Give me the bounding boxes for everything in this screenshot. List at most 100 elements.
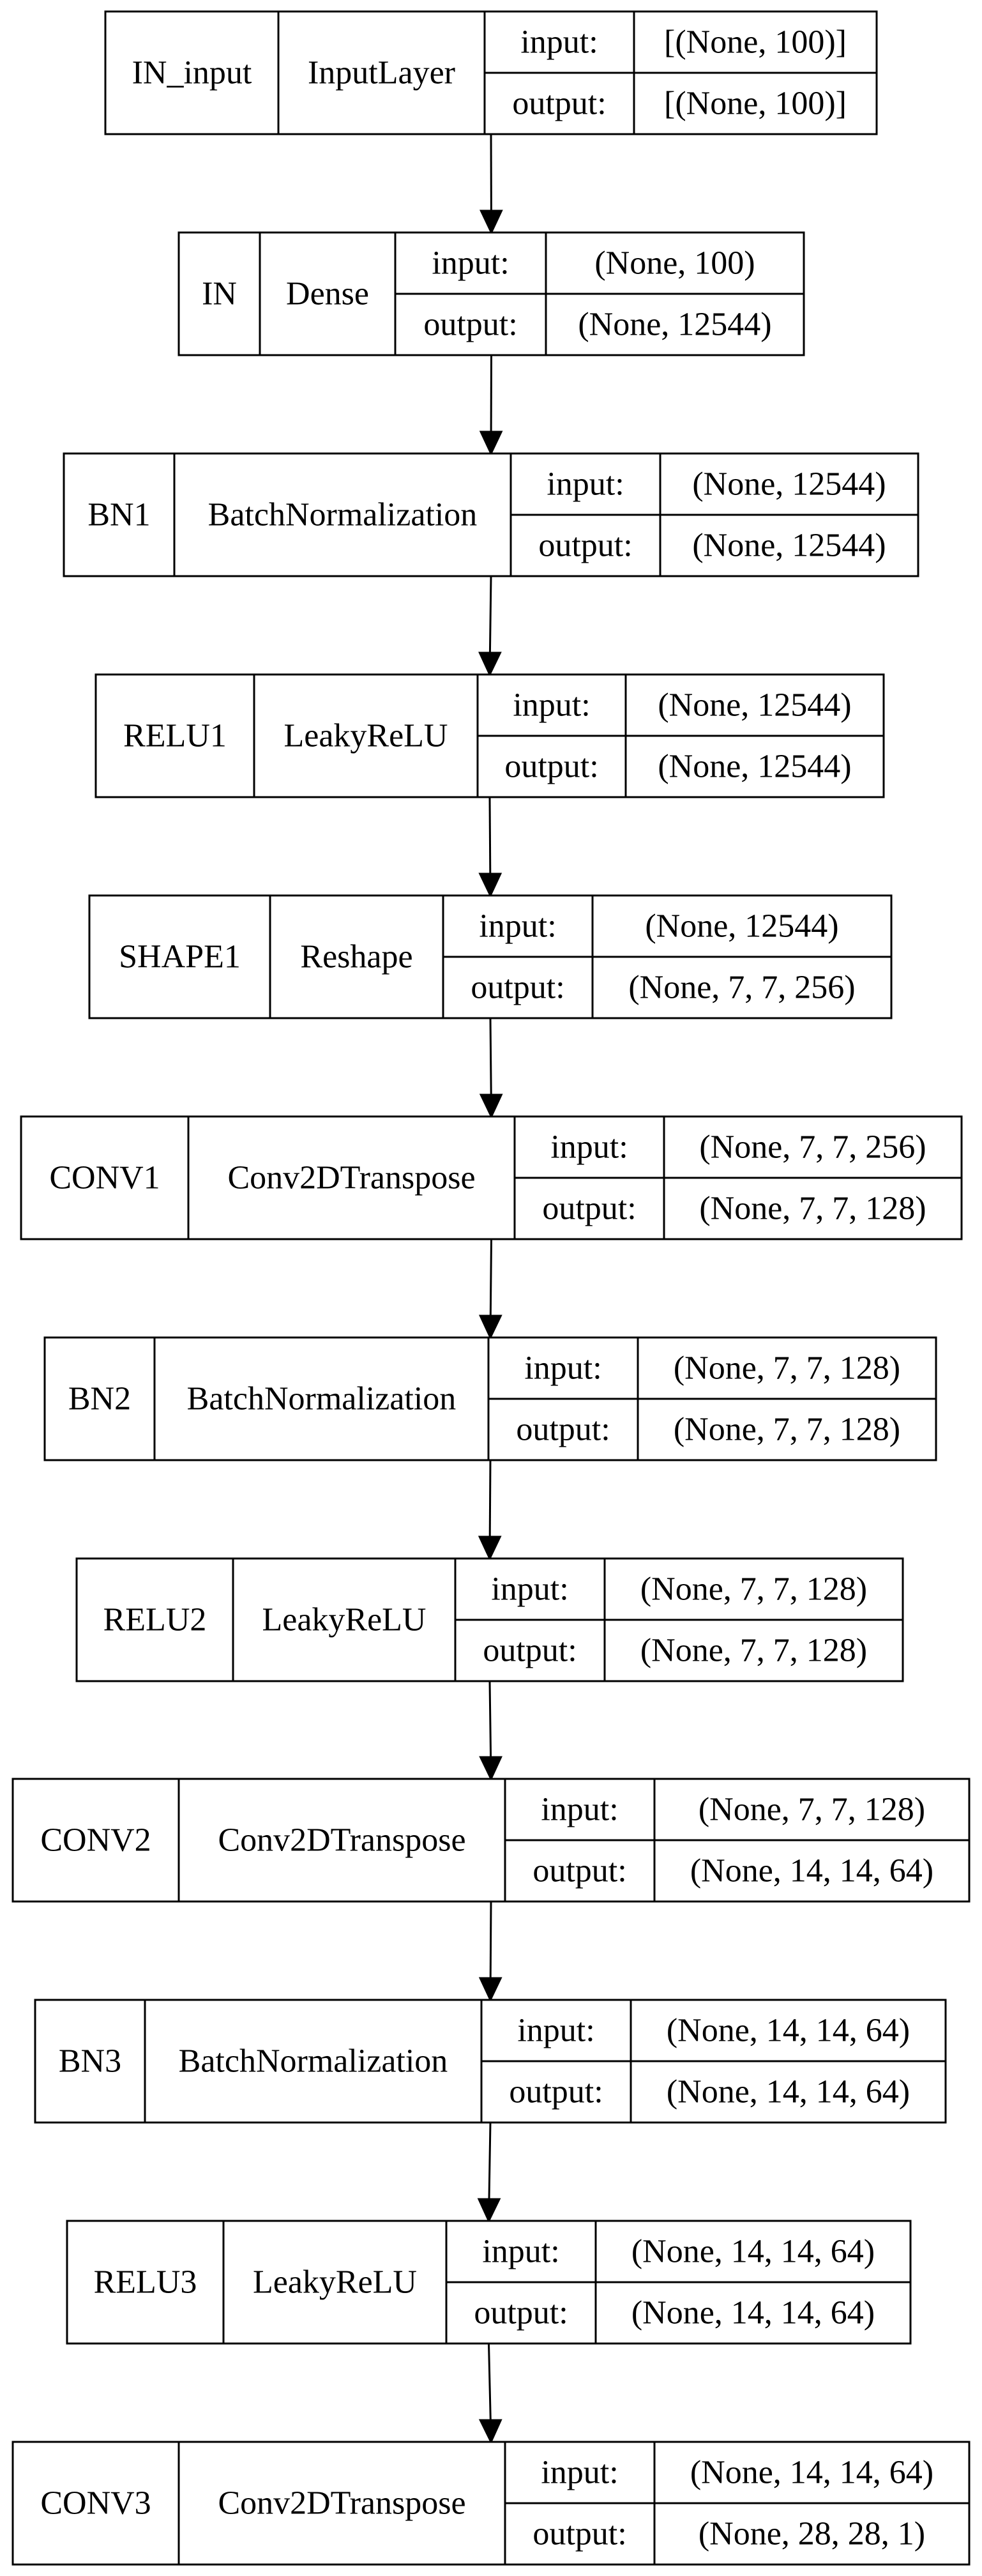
layer-name: CONV3 xyxy=(40,2485,151,2522)
layer-type: InputLayer xyxy=(308,55,455,91)
arrow-head xyxy=(478,1977,502,2002)
layer-type: Dense xyxy=(286,276,369,312)
output-shape: (None, 14, 14, 64) xyxy=(690,1853,933,1889)
layer-node-bn1: BN1 BatchNormalization input: (None, 12544)… xyxy=(63,452,919,577)
input-label: input: xyxy=(491,1571,568,1608)
diagram-edges xyxy=(477,133,503,2444)
input-label: input: xyxy=(482,2234,559,2270)
arrow-in-to-bn1 xyxy=(479,354,503,456)
arrow-bn3-to-relu3 xyxy=(477,2122,501,2223)
input-shape: (None, 7, 7, 256) xyxy=(699,1129,926,1166)
input-shape: (None, 7, 7, 128) xyxy=(699,1792,925,1828)
input-shape: (None, 100) xyxy=(594,245,755,282)
arrow-shaft xyxy=(489,1901,492,1979)
layer-type: BatchNormalization xyxy=(187,1381,457,1417)
output-shape: (None, 12544) xyxy=(578,307,771,343)
input-label: input: xyxy=(547,466,624,503)
output-shape: (None, 7, 7, 256) xyxy=(628,970,855,1006)
input-label: input: xyxy=(550,1129,628,1166)
input-shape: (None, 12544) xyxy=(692,466,886,503)
arrow-shaft xyxy=(488,2122,492,2200)
arrow-conv1-to-bn2 xyxy=(478,1238,502,1340)
layer-name: SHAPE1 xyxy=(119,939,241,975)
output-shape: [(None, 100)] xyxy=(664,86,847,122)
output-label: output: xyxy=(483,1633,577,1669)
output-shape: (None, 7, 7, 128) xyxy=(640,1633,867,1669)
layer-type: BatchNormalization xyxy=(208,497,478,533)
layer-name: BN1 xyxy=(87,497,150,533)
input-shape: [(None, 100)] xyxy=(664,24,847,61)
input-label: input: xyxy=(541,1792,618,1828)
layer-node-relu1: RELU1 LeakyReLU input: (None, 12544) output:… xyxy=(94,673,885,798)
layer-node-conv2: CONV2 Conv2DTranspose input: (None, 7, 7, 1… xyxy=(11,1778,971,1903)
output-label: output: xyxy=(509,2074,603,2110)
output-shape: (None, 7, 7, 128) xyxy=(674,1412,900,1448)
layer-type: Conv2DTranspose xyxy=(227,1160,475,1196)
input-label: input: xyxy=(432,245,509,282)
arrow-head xyxy=(478,2419,502,2444)
arrow-bn1-to-relu1 xyxy=(478,575,502,677)
input-label: input: xyxy=(479,908,556,945)
layer-type: LeakyReLU xyxy=(253,2264,417,2301)
output-label: output: xyxy=(516,1412,610,1448)
arrow-shaft xyxy=(488,2343,492,2421)
arrow-shape1-to-conv1 xyxy=(479,1017,503,1119)
arrow-shaft xyxy=(489,1017,492,1095)
layer-name: RELU1 xyxy=(123,718,227,754)
layer-name: RELU2 xyxy=(103,1602,207,1638)
output-label: output: xyxy=(533,1853,626,1889)
output-label: output: xyxy=(538,528,632,564)
arrow-head xyxy=(478,873,502,898)
input-shape: (None, 14, 14, 64) xyxy=(690,2455,933,2491)
arrow-head xyxy=(477,2198,501,2223)
layer-type: Reshape xyxy=(300,939,412,975)
layer-type: LeakyReLU xyxy=(283,718,448,754)
arrow-bn2-to-relu2 xyxy=(478,1459,502,1561)
layer-node-in-input: IN_input InputLayer input: [(None, 100)] out… xyxy=(104,10,878,135)
input-shape: (None, 7, 7, 128) xyxy=(674,1350,900,1387)
layer-name: BN2 xyxy=(68,1381,131,1417)
arrow-shaft xyxy=(489,1238,492,1316)
output-label: output: xyxy=(533,2516,626,2552)
input-label: input: xyxy=(541,2455,618,2491)
layer-name: BN3 xyxy=(59,2043,121,2080)
layer-name: CONV2 xyxy=(40,1822,151,1859)
arrow-head xyxy=(478,1315,502,1340)
output-shape: (None, 28, 28, 1) xyxy=(699,2516,925,2552)
layer-node-bn2: BN2 BatchNormalization input: (None, 7, 7, … xyxy=(43,1336,937,1461)
arrow-head xyxy=(479,1756,502,1781)
arrow-head xyxy=(479,1094,503,1119)
output-shape: (None, 12544) xyxy=(658,749,851,785)
input-shape: (None, 12544) xyxy=(658,687,851,724)
layer-type: BatchNormalization xyxy=(179,2043,448,2080)
arrow-head xyxy=(478,1536,502,1561)
arrow-head xyxy=(479,431,503,456)
arrow-head xyxy=(478,652,502,677)
output-label: output: xyxy=(504,749,598,785)
layer-name: IN_input xyxy=(132,55,252,91)
input-shape: (None, 14, 14, 64) xyxy=(667,2013,910,2049)
input-shape: (None, 14, 14, 64) xyxy=(631,2234,875,2270)
input-label: input: xyxy=(524,1350,601,1387)
input-label: input: xyxy=(520,24,598,61)
output-label: output: xyxy=(474,2295,568,2331)
layer-node-conv3: CONV3 Conv2DTranspose input: (None, 14, 14,… xyxy=(11,2441,971,2566)
input-label: input: xyxy=(513,687,590,724)
input-shape: (None, 7, 7, 128) xyxy=(640,1571,867,1608)
layer-node-relu3: RELU3 LeakyReLU input: (None, 14, 14, 64) ou… xyxy=(66,2220,912,2345)
output-shape: (None, 14, 14, 64) xyxy=(631,2295,875,2331)
arrow-head xyxy=(480,210,503,235)
layer-name: RELU3 xyxy=(94,2264,197,2301)
diagram-nodes: IN_input InputLayer input: [(None, 100)] out… xyxy=(11,10,971,2566)
layer-type: Conv2DTranspose xyxy=(218,1822,465,1859)
output-label: output: xyxy=(542,1191,636,1227)
output-label: output: xyxy=(512,86,606,122)
arrow-shaft xyxy=(488,575,492,653)
layer-type: Conv2DTranspose xyxy=(218,2485,465,2522)
output-shape: (None, 14, 14, 64) xyxy=(667,2074,910,2110)
arrow-relu3-to-conv3 xyxy=(478,2343,502,2444)
